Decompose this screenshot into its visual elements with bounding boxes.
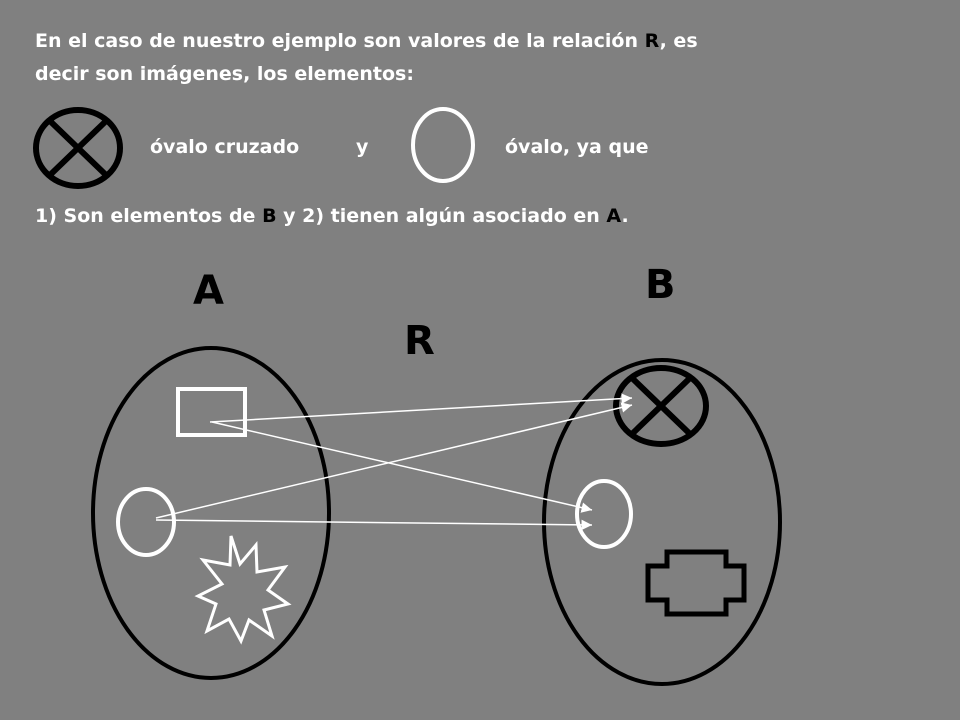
crossed-oval-label: óvalo cruzado — [150, 136, 300, 158]
set-b-ellipse — [542, 358, 782, 686]
condition-part-3: . — [621, 205, 629, 227]
intro-line-2: decir son imágenes, los elementos: — [35, 63, 414, 85]
a-star-burst-icon — [194, 535, 292, 645]
arrow-rect-to-crossed-oval — [209, 393, 633, 423]
condition-part-2: y 2) tienen algún asociado en — [276, 205, 607, 227]
set-a-inline: A — [606, 205, 622, 227]
legend-crossed-oval-icon — [33, 107, 123, 189]
and-word: y — [356, 136, 369, 158]
condition-part-1: 1) Son elementos de — [35, 205, 263, 227]
condition-line: 1) Son elementos de B y 2) tienen algún … — [35, 205, 629, 227]
b-oval-icon — [575, 479, 633, 549]
intro-line-1: En el caso de nuestro ejemplo son valore… — [35, 30, 698, 52]
relation-r-label: R — [404, 318, 435, 364]
oval-label: óvalo, ya que — [505, 136, 649, 158]
intro-line-1-post: , es — [659, 30, 698, 52]
b-cross-shape-icon — [645, 549, 747, 617]
a-oval-icon — [116, 487, 176, 557]
legend-oval-icon — [411, 107, 475, 183]
arrow-oval-to-crossed-oval — [155, 402, 633, 519]
set-b-label: B — [645, 262, 676, 308]
set-b-inline: B — [262, 205, 277, 227]
set-a-ellipse — [91, 346, 331, 680]
relation-r-inline: R — [644, 30, 660, 52]
arrow-oval-to-oval — [155, 519, 593, 531]
b-crossed-oval-icon — [613, 365, 709, 447]
arrow-rect-to-oval — [211, 421, 593, 513]
intro-line-1-pre: En el caso de nuestro ejemplo son valore… — [35, 30, 645, 52]
set-a-label: A — [193, 268, 224, 314]
a-rectangle-icon — [176, 387, 247, 437]
